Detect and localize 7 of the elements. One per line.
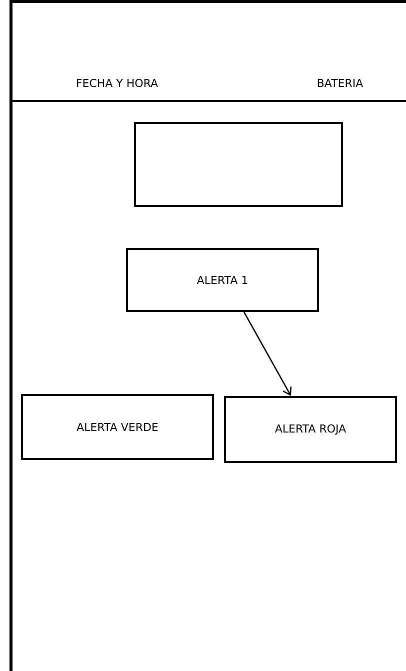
alert-box: ALERTA VERDE [21, 394, 214, 460]
header-text: BATERIA [318, 79, 364, 87]
alert-box: ALERTA 1 [126, 248, 319, 312]
header-text: FECHA Y HORA [77, 78, 158, 88]
title-box [134, 122, 343, 207]
arrow [243, 312, 292, 396]
alert-box: ALERTA ROJA [224, 396, 397, 463]
